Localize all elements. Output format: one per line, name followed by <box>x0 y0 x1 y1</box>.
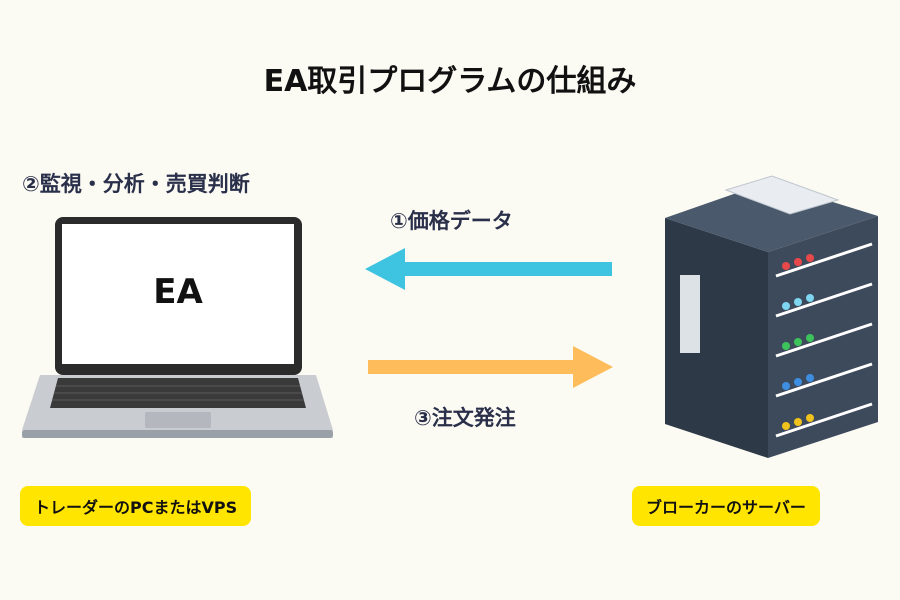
server-status-lights <box>782 254 814 430</box>
order-arrow <box>368 346 613 388</box>
server-top-face <box>665 182 878 252</box>
server-side-panel <box>680 275 700 353</box>
laptop-base-edge <box>22 430 333 438</box>
order-label: ③注文発注 <box>414 406 516 430</box>
price-data-arrow <box>365 248 612 290</box>
analyze-label: ②監視・分析・売買判断 <box>22 172 250 196</box>
price-data-label: ①価格データ <box>390 209 513 233</box>
server-drive-lines <box>775 242 873 438</box>
server-vent <box>724 175 840 215</box>
server-rack-icon <box>665 175 878 458</box>
server-right-face <box>768 216 878 458</box>
trader-pc-badge: トレーダーのPCまたはVPS <box>20 486 252 526</box>
laptop-screen <box>62 224 294 364</box>
diagram-title: EA取引プログラムの仕組み <box>263 64 637 99</box>
broker-server-badge: ブローカーのサーバー <box>632 486 820 526</box>
keyboard-keys <box>52 385 304 401</box>
laptop-icon <box>22 217 333 438</box>
laptop-screen-text: EA <box>153 272 203 312</box>
laptop-trackpad <box>145 412 211 428</box>
